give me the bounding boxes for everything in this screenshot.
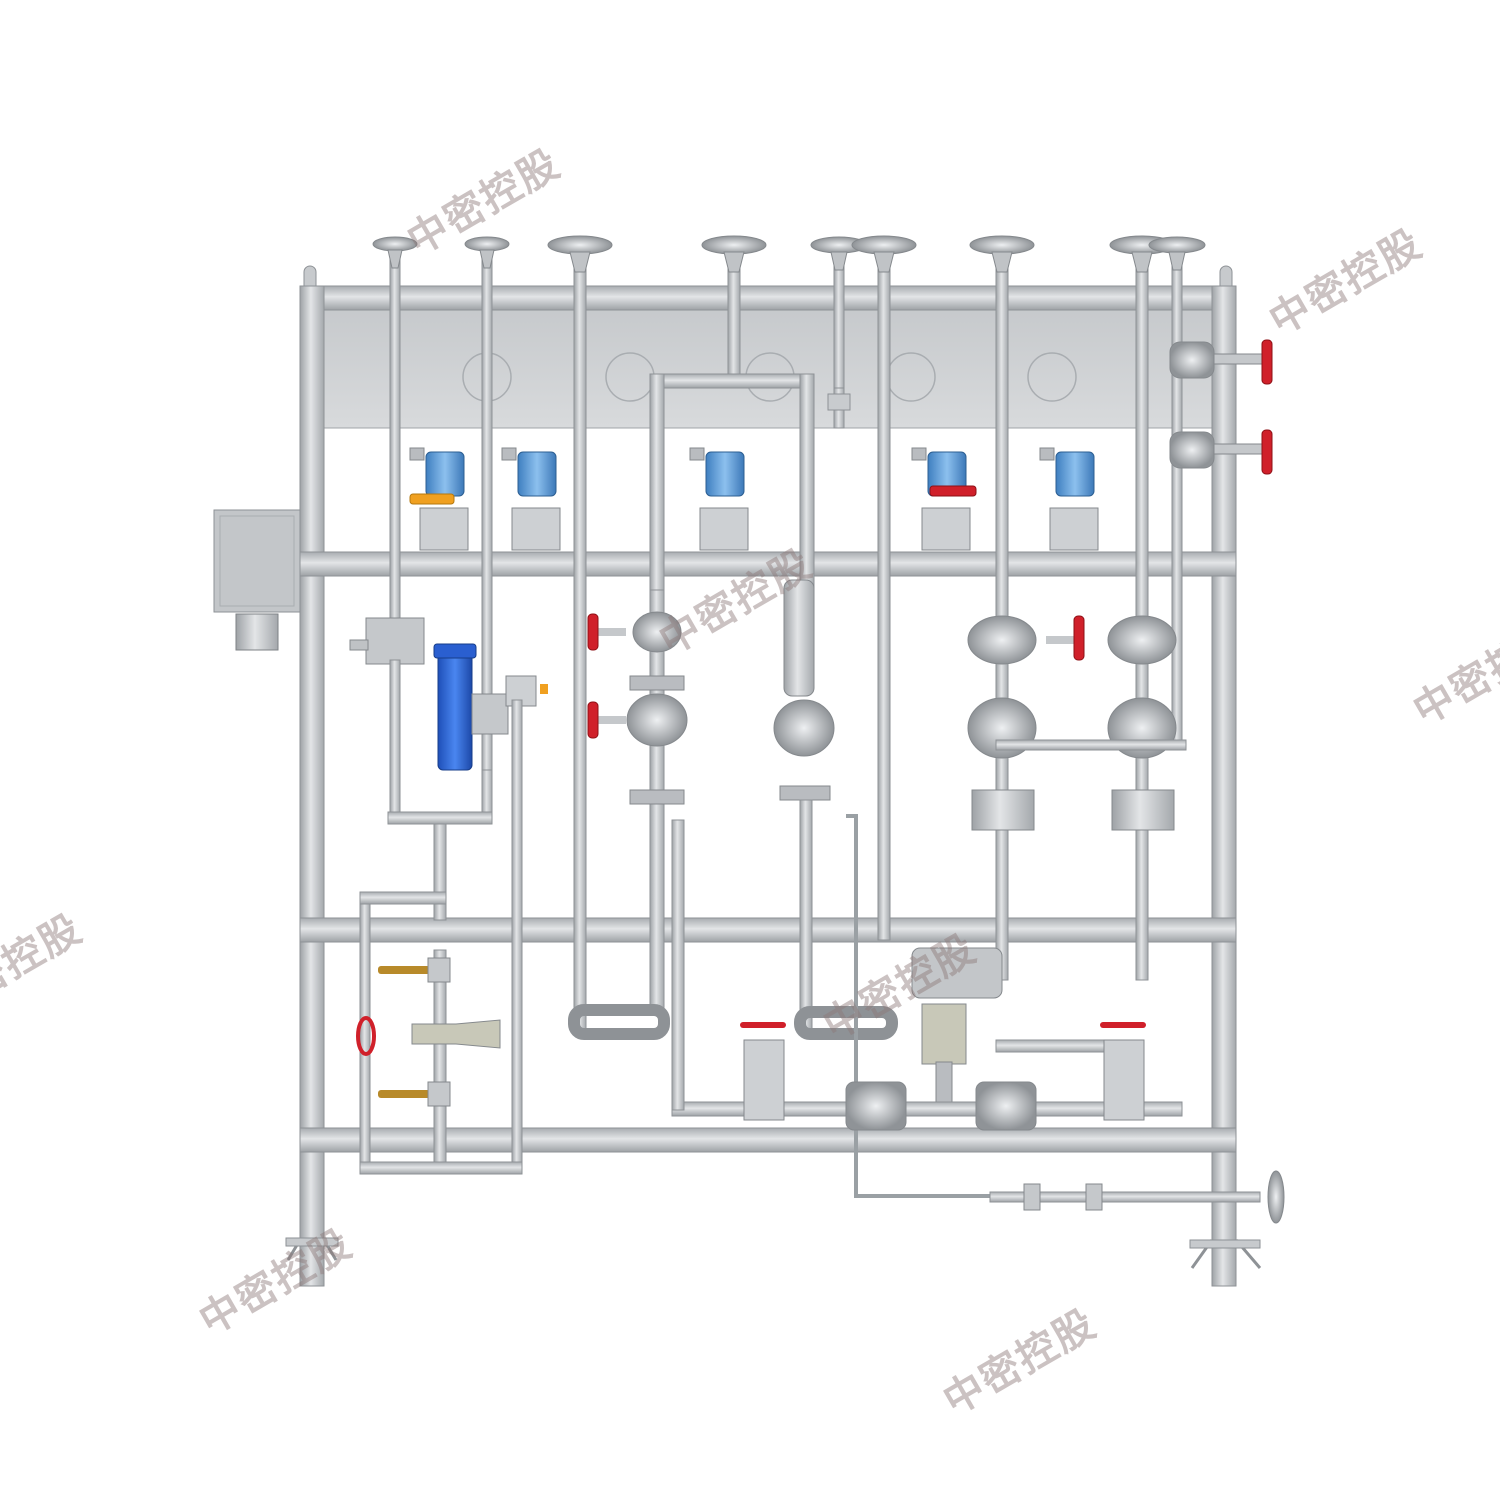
right-top-valves [1169,339,1273,475]
transmitter-4 [911,447,977,551]
pressure-transmitters [409,447,1099,551]
transmitter-3 [689,447,749,551]
transmitter-1 [409,447,469,551]
outlet-line [989,1170,1285,1224]
lower-left-valves [356,957,501,1107]
transmitter-2 [501,447,561,551]
junction-box [213,509,301,651]
upper-loop-pipe [649,373,851,595]
top-back-panel [299,285,1237,429]
transmitter-5 [1039,447,1099,551]
top-flanges [372,235,1206,273]
control-valve-assembly [671,819,1183,1131]
vessel-stack-center [773,579,996,1198]
flange-stacks-right [967,615,1187,1053]
filter-assembly [349,617,548,1175]
valve-stack-left [568,589,688,1040]
